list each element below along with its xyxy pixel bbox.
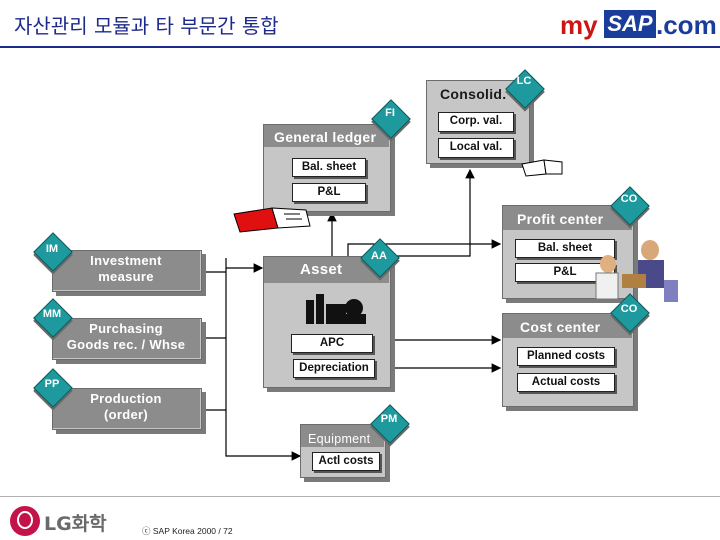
logo-com-text: .com [656,10,717,40]
mm-tag-label: MM [42,308,62,320]
equipment-item-actl-costs: Actl costs [312,452,380,471]
cc-item-actual-costs: Actual costs [517,373,615,392]
line-to-consolid [390,168,475,257]
people-illustration-icon [595,240,678,302]
co-tag-profit-label: CO [620,193,638,205]
purchasing-title: Purchasing Goods rec. / Whse [66,321,186,352]
copyright-text: ⓒ SAP Korea 2000 / 72 [142,526,233,536]
asset-title: Asset [300,261,343,278]
title-bar [0,0,720,48]
general-ledger-title: General ledger [274,129,377,145]
cost-center-title: Cost center [520,319,601,335]
cost-center-header-strip [503,314,632,338]
general-ledger-header-strip [264,125,389,147]
logo-my-text: my [560,10,598,40]
im-tag-label: IM [45,243,59,255]
profit-center-header-strip [503,206,632,230]
page-title: 자산관리 모듈과 타 부문간 통합 [14,14,279,38]
gl-item-pl: P&L [292,183,366,202]
pc-item-bal-sheet: Bal. sheet [515,239,615,258]
ledger-book-2-icon [521,159,563,177]
gl-item-bal-sheet: Bal. sheet [292,158,366,177]
equipment-header-strip [301,425,384,447]
ledger-book-icon [233,207,311,233]
title-divider [0,46,720,48]
company-logo-text: LG화학 [44,513,107,535]
fi-tag-label: FI [385,107,395,119]
investment-header-strip [53,251,200,290]
pm-tag-label: PM [380,413,398,425]
equipment-title: Equipment [308,432,371,446]
co-tag-cost-label: CO [620,303,638,315]
asset-item-apc: APC [291,334,373,353]
logo-sap-text: SAP [604,10,656,38]
factory-icon [306,294,366,324]
cc-item-planned-costs: Planned costs [517,347,615,366]
lc-tag-label: LC [516,75,532,87]
consolid-item-corp-val: Corp. val. [438,112,514,132]
production-title: Production (order) [90,391,162,422]
lg-logo-face-icon [17,511,33,529]
investment-title: Investment measure [90,253,162,284]
consolid-title: Consolid. [440,86,507,102]
asset-item-depreciation: Depreciation [293,359,375,378]
production-header-strip [53,389,200,428]
consolid-item-local-val: Local val. [438,138,514,158]
footer-divider [0,496,720,497]
aa-tag-label: AA [371,250,387,262]
profit-center-title: Profit center [517,211,604,227]
pp-tag-label: PP [44,378,60,390]
purchasing-header-strip [53,319,200,358]
